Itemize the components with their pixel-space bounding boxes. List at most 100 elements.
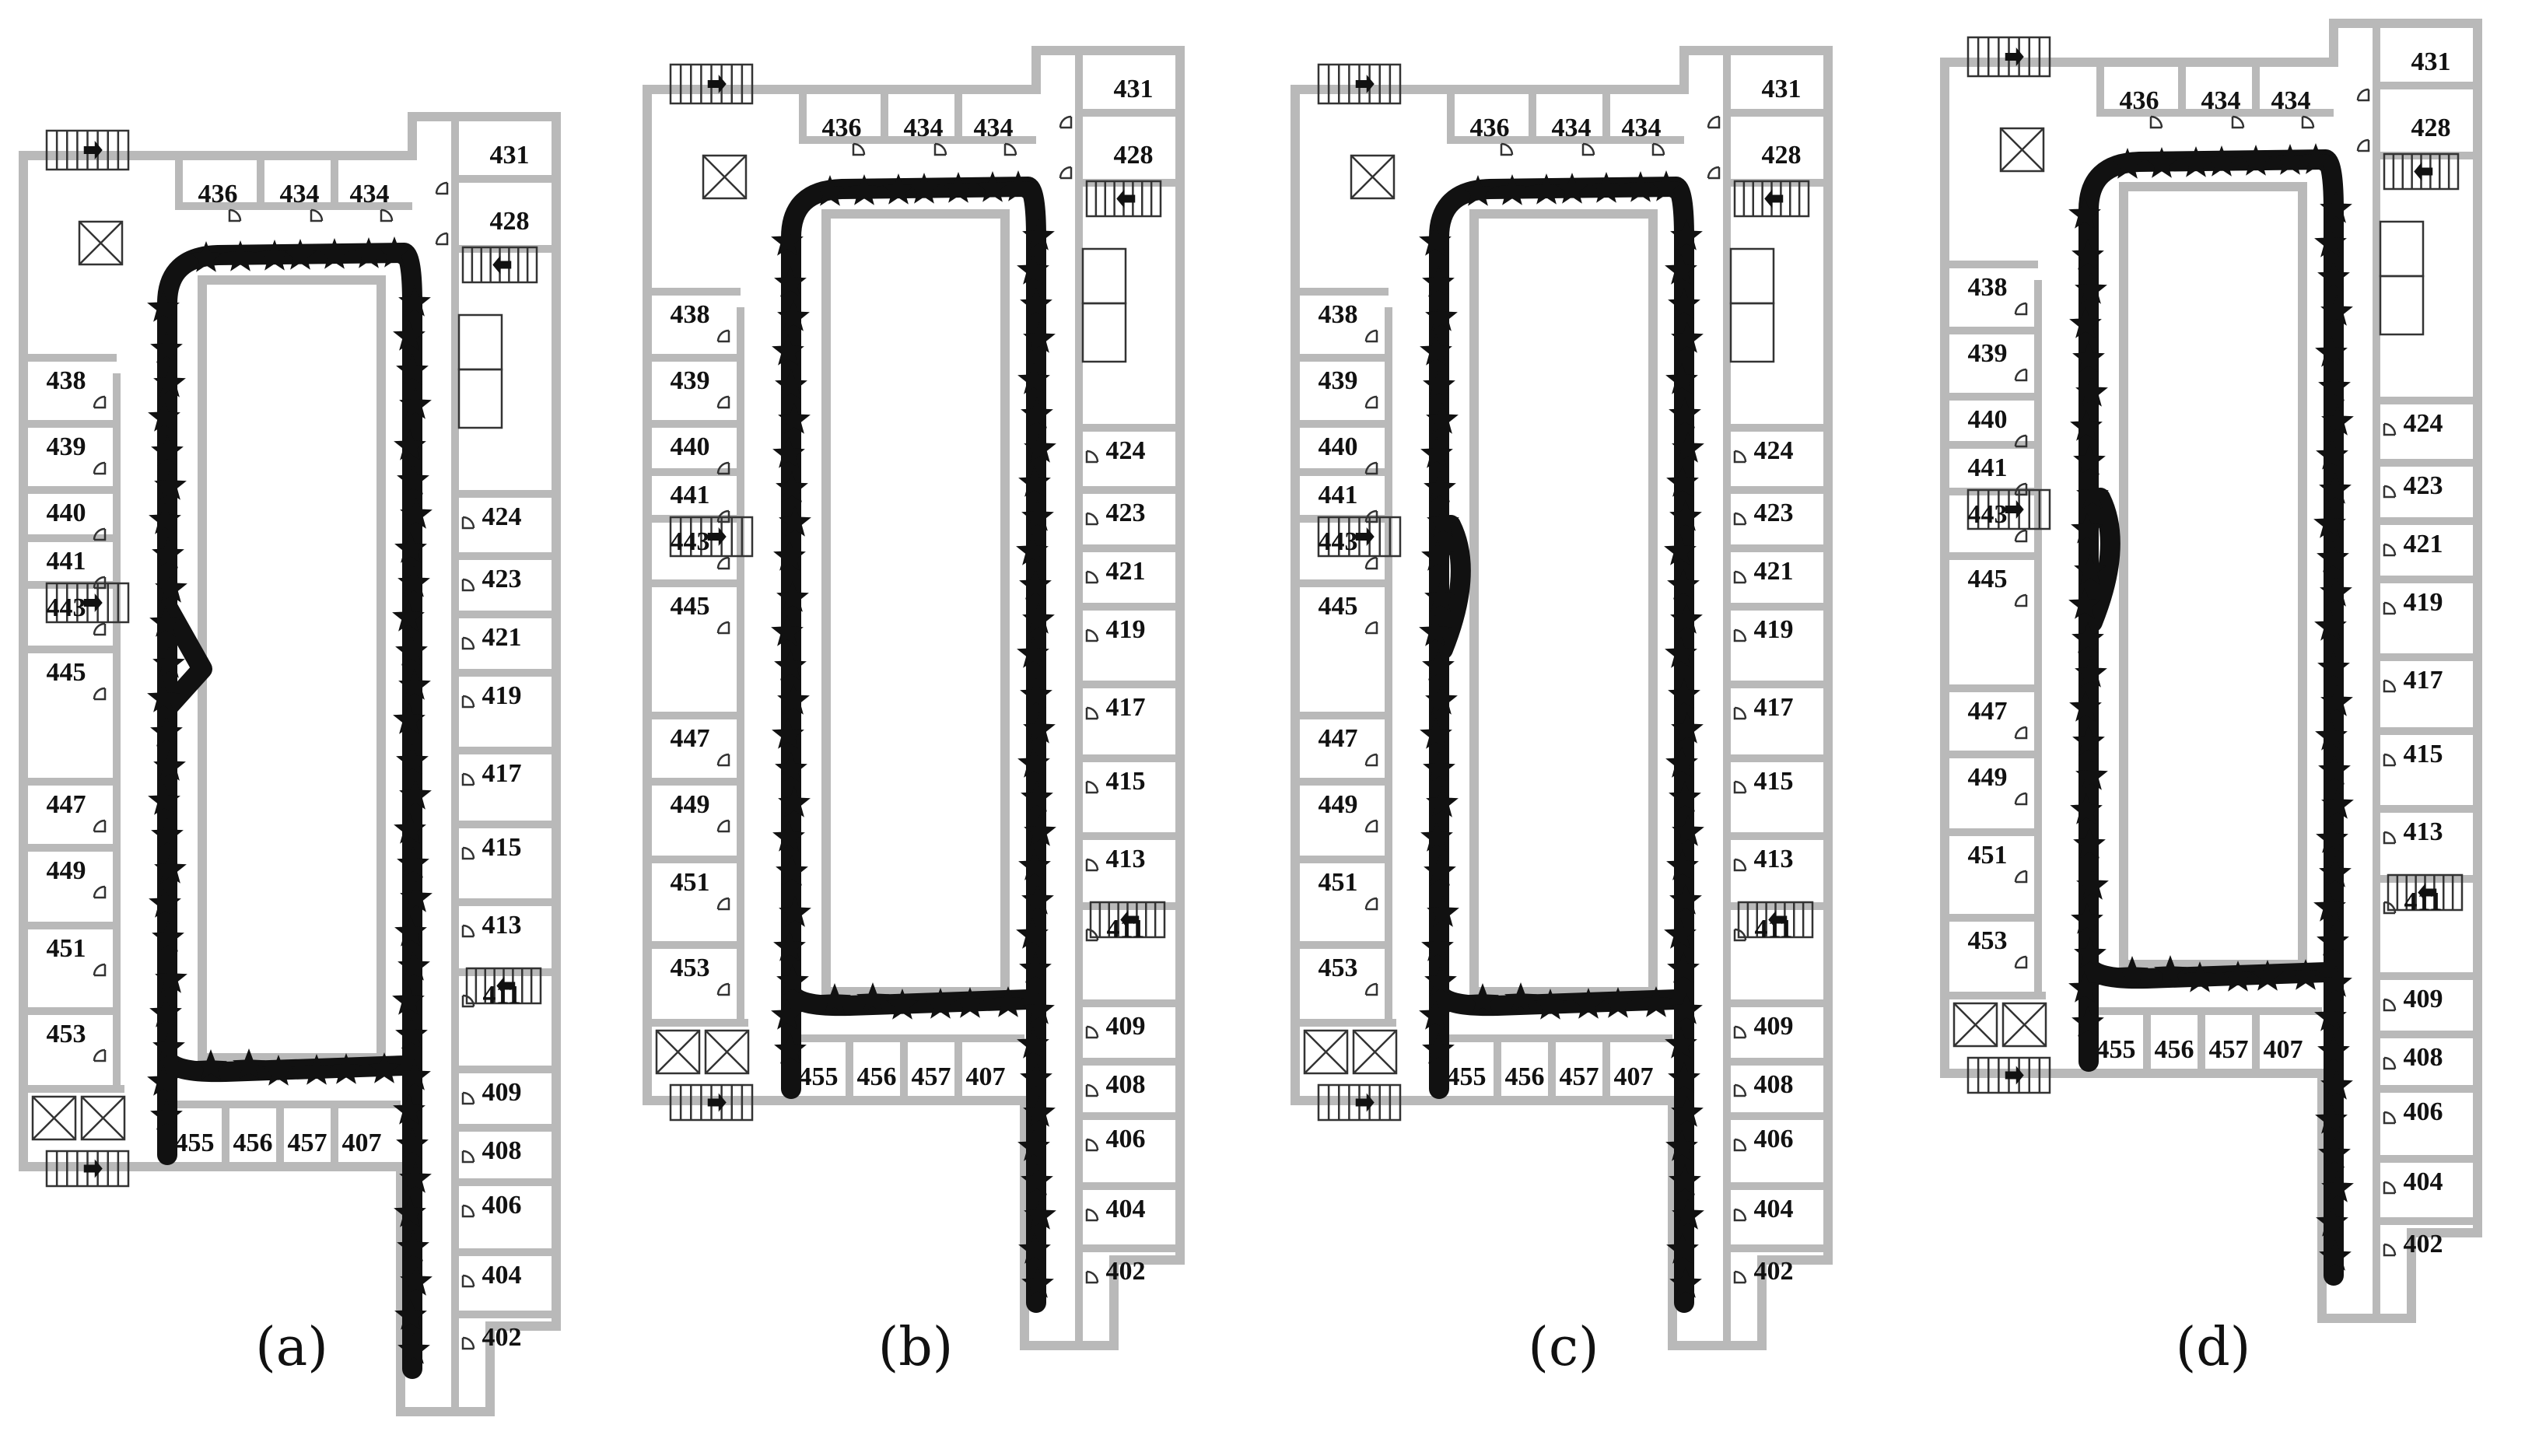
door-arc-icon bbox=[380, 208, 394, 222]
room-label-402: 402 bbox=[2404, 1230, 2443, 1258]
room-label-453: 453 bbox=[1319, 954, 1358, 982]
door-arc-icon bbox=[2383, 1181, 2397, 1195]
trajectory-star-marker bbox=[1024, 815, 1056, 846]
trajectory-star-marker bbox=[771, 999, 804, 1030]
door-arc-icon bbox=[1364, 621, 1378, 635]
elevator-icon bbox=[1350, 154, 1396, 200]
door-arc-icon bbox=[1651, 142, 1665, 156]
door-arc-icon bbox=[461, 578, 475, 592]
trajectory-star-marker bbox=[924, 988, 957, 1019]
room-label-408: 408 bbox=[482, 1136, 522, 1165]
room-label-455: 455 bbox=[2096, 1035, 2136, 1064]
room-label-447: 447 bbox=[671, 724, 710, 753]
trajectory-star-marker bbox=[262, 1055, 295, 1086]
trajectory-star-marker bbox=[396, 744, 429, 775]
trajectory-star-marker bbox=[2313, 507, 2346, 538]
room-label-419: 419 bbox=[482, 681, 522, 710]
trajectory-star-marker bbox=[2073, 828, 2106, 859]
door-arc-icon bbox=[2014, 593, 2028, 607]
trajectory-star-marker bbox=[1530, 173, 1563, 205]
trajectory-star-marker bbox=[151, 435, 184, 466]
trajectory-star-marker bbox=[2071, 1006, 2104, 1037]
building-outline bbox=[643, 46, 1185, 1350]
room-label-413: 413 bbox=[1754, 845, 1794, 873]
trajectory-star-marker bbox=[908, 173, 940, 204]
room-label-434: 434 bbox=[904, 114, 944, 142]
door-arc-icon bbox=[2383, 831, 2397, 845]
trajectory-star-marker bbox=[2316, 439, 2348, 470]
trajectory-star-marker bbox=[2320, 192, 2352, 223]
trajectory-star-marker bbox=[1017, 1027, 1049, 1059]
door-arc-icon bbox=[2014, 529, 2028, 543]
trajectory-star-marker bbox=[2314, 226, 2347, 257]
door-arc-icon bbox=[2014, 434, 2028, 448]
room-label-431: 431 bbox=[490, 141, 530, 170]
trajectory-star-marker bbox=[1672, 1199, 1704, 1230]
panel-caption-c: (c) bbox=[1528, 1317, 1599, 1378]
room-label-445: 445 bbox=[1968, 565, 2008, 593]
room-label-404: 404 bbox=[2404, 1167, 2443, 1196]
room-label-445: 445 bbox=[671, 592, 710, 621]
room-label-421: 421 bbox=[1754, 557, 1794, 586]
room-label-431: 431 bbox=[2411, 47, 2451, 76]
room-label-436: 436 bbox=[1470, 114, 1510, 142]
trajectory-star-marker bbox=[398, 669, 431, 700]
trajectory-star-marker bbox=[2071, 513, 2103, 544]
door-arc-icon bbox=[93, 819, 107, 833]
door-arc-icon bbox=[933, 142, 947, 156]
room-label-434: 434 bbox=[350, 180, 390, 208]
trajectory-star-marker bbox=[942, 172, 975, 203]
trajectory-star-marker bbox=[772, 821, 805, 852]
door-arc-icon bbox=[2383, 422, 2397, 436]
trajectory-star-marker bbox=[1670, 603, 1703, 634]
trajectory-star-marker bbox=[1666, 849, 1699, 880]
trajectory-star-marker bbox=[856, 982, 889, 1013]
room-label-406: 406 bbox=[2404, 1097, 2443, 1126]
trajectory-star-marker bbox=[2319, 473, 2352, 504]
door-arc-icon bbox=[1733, 570, 1747, 584]
trajectory-star-marker bbox=[773, 540, 806, 571]
trajectory-star-marker bbox=[1466, 983, 1499, 1014]
trajectory-star-marker bbox=[397, 1333, 430, 1364]
room-label-441: 441 bbox=[671, 481, 710, 509]
trajectory-star-marker bbox=[2075, 376, 2108, 407]
trajectory-star-marker bbox=[1020, 288, 1052, 319]
trajectory-star-marker bbox=[1426, 786, 1459, 817]
trajectory-star-marker bbox=[1665, 1130, 1698, 1161]
trajectory-star-marker bbox=[397, 566, 430, 597]
room-label-408: 408 bbox=[1106, 1070, 1146, 1099]
room-label-424: 424 bbox=[1754, 436, 1794, 465]
trajectory-star-marker bbox=[1650, 170, 1683, 201]
trajectory-star-marker bbox=[779, 896, 811, 927]
room-label-434: 434 bbox=[280, 180, 320, 208]
trajectory-star-marker bbox=[392, 984, 425, 1015]
room-label-413: 413 bbox=[482, 911, 522, 940]
trajectory-star-marker bbox=[152, 537, 184, 569]
trajectory-star-marker bbox=[886, 989, 919, 1020]
trajectory-star-marker bbox=[1667, 569, 1700, 600]
trajectory-star-marker bbox=[190, 241, 222, 272]
trajectory-star-marker bbox=[2274, 144, 2306, 175]
trajectory-star-marker bbox=[1666, 466, 1699, 497]
room-label-453: 453 bbox=[47, 1020, 86, 1048]
staircase-icon bbox=[1733, 180, 1810, 218]
door-arc-icon bbox=[1364, 329, 1378, 343]
door-arc-icon bbox=[1707, 166, 1721, 180]
trajectory-star-marker bbox=[2289, 959, 2322, 990]
trajectory-star-marker bbox=[155, 572, 187, 603]
trajectory-star-marker bbox=[1668, 678, 1700, 709]
door-arc-icon bbox=[716, 556, 730, 570]
room-label-423: 423 bbox=[1106, 499, 1146, 527]
door-arc-icon bbox=[2014, 368, 2028, 382]
trajectory-star-marker bbox=[1504, 982, 1537, 1013]
trajectory-star-marker bbox=[2068, 198, 2101, 229]
trajectory-star-marker bbox=[2154, 955, 2187, 986]
room-label-421: 421 bbox=[1106, 557, 1146, 586]
room-label-413: 413 bbox=[2404, 817, 2443, 846]
door-arc-icon bbox=[1733, 1083, 1747, 1097]
trajectory-star-marker bbox=[394, 915, 427, 947]
trajectory-star-marker bbox=[992, 986, 1024, 1017]
door-arc-icon bbox=[93, 527, 107, 541]
trajectory-star-marker bbox=[1669, 397, 1701, 429]
